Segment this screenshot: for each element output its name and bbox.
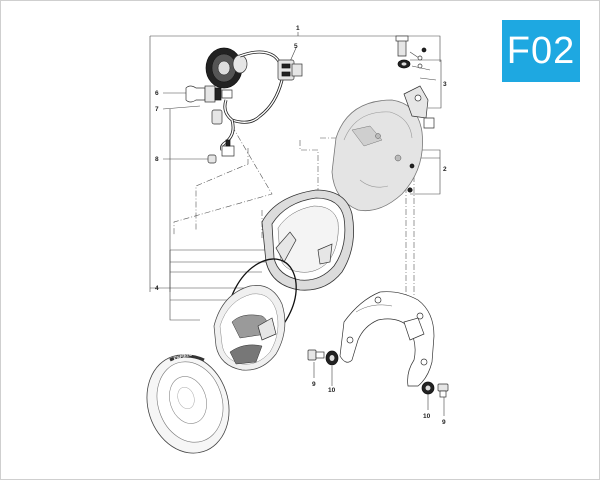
mounting-bracket-hardware [395, 35, 435, 193]
page-code-badge: F02 [502, 20, 580, 82]
headlamp-mount-bracket [339, 291, 435, 387]
rubber-grommet-right [421, 381, 435, 395]
rubber-grommet-left [325, 350, 339, 366]
callout-8: 8 [155, 156, 159, 163]
callout-10-left: 10 [328, 387, 336, 394]
headlamp-shell [331, 99, 423, 212]
bolt-left [307, 349, 325, 361]
reflector-housing [213, 285, 286, 371]
lens-brand-text: ENFIELD [173, 351, 194, 361]
headlamp-gasket [261, 189, 355, 291]
callout-9-left: 9 [312, 381, 316, 388]
headlamp-lens: ENFIELD [146, 351, 230, 454]
bolt-right [437, 383, 449, 398]
callout-2: 2 [443, 166, 447, 173]
headlamp-bulb [185, 85, 233, 103]
callout-5: 5 [294, 43, 298, 50]
callout-4: 4 [155, 285, 159, 292]
callout-9-right: 9 [442, 419, 446, 426]
wiring-harness [205, 47, 303, 151]
callout-10-right: 10 [423, 413, 431, 420]
callout-1: 1 [296, 25, 300, 32]
pilot-bulb [207, 139, 235, 164]
callout-7: 7 [155, 106, 159, 113]
callout-labels: 1 5 3 2 6 7 8 4 9 10 10 9 [155, 25, 447, 426]
callout-3: 3 [443, 81, 447, 88]
callout-6: 6 [155, 90, 159, 97]
